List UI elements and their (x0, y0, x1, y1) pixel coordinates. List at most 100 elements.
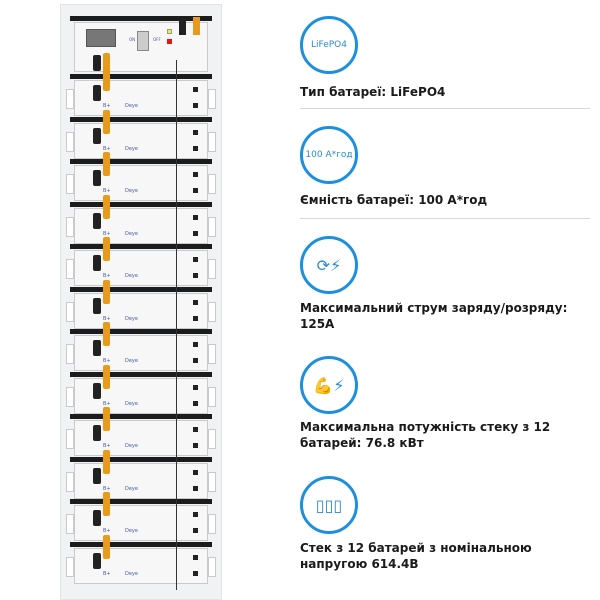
mount-ear (66, 174, 74, 194)
module-brand-label: Deye (125, 443, 138, 449)
mount-ear (66, 131, 74, 152)
module-brand-label: Deye (125, 570, 138, 577)
battery-module: B+ Deye (66, 407, 216, 456)
module-terminal-label: B+ (103, 273, 111, 279)
rack-rail (70, 74, 212, 79)
comm-port (193, 214, 198, 220)
power-plug-orange (103, 492, 110, 516)
module-terminal-label: B+ (103, 570, 111, 577)
power-plug-black (93, 255, 101, 271)
mount-ear (208, 471, 216, 492)
rack-rail (70, 499, 212, 504)
rack-rail (70, 159, 212, 164)
rack-rail (70, 371, 212, 377)
mount-ear (208, 429, 216, 449)
mount-ear (66, 386, 74, 407)
module-brand-label: Deye (125, 103, 138, 109)
comm-port (193, 485, 198, 491)
module-brand-label: Deye (125, 358, 138, 364)
comm-port (193, 315, 198, 321)
comm-port (193, 443, 198, 448)
rack-rail (70, 541, 212, 547)
power-plug-black (93, 425, 101, 441)
comm-port (193, 299, 198, 305)
comm-port (193, 400, 198, 406)
module-brand-label: Deye (125, 145, 138, 152)
mount-ear (208, 131, 216, 152)
power-plug-black (93, 467, 101, 484)
comm-port (193, 188, 198, 193)
power-plug-black (93, 552, 101, 569)
power-strength-icon: 💪⚡ (300, 356, 358, 414)
communication-cable (176, 60, 177, 590)
mount-ear (66, 514, 74, 534)
power-plug-orange (103, 322, 110, 346)
divider (300, 218, 590, 219)
power-plug-black (93, 55, 101, 71)
power-plug-black (93, 340, 101, 356)
power-plug-orange (103, 364, 110, 389)
bms-on-label: ON (129, 37, 136, 42)
comm-port (193, 512, 198, 517)
power-plug-orange (103, 407, 110, 431)
mount-ear (208, 216, 216, 237)
rack-rail (70, 244, 212, 249)
power-plug-orange (103, 152, 110, 176)
rack-rail (70, 286, 212, 292)
battery-module: B+ Deye (66, 152, 216, 201)
comm-port (193, 358, 198, 363)
status-led-yellow (167, 29, 172, 34)
battery-stack-icon: ▯▯▯ (300, 476, 358, 534)
mount-ear (208, 556, 216, 577)
comm-port (193, 570, 198, 576)
comm-port (193, 129, 198, 135)
battery-module: B+ Deye (66, 194, 216, 244)
comm-port (193, 469, 198, 475)
comm-port (193, 103, 198, 108)
power-plug-black (93, 85, 101, 101)
power-plug-black (93, 127, 101, 144)
power-plug-black (93, 170, 101, 186)
divider (300, 108, 590, 109)
comm-port (193, 257, 198, 262)
comm-port (193, 230, 198, 236)
rack-rail (70, 16, 212, 21)
comm-port (193, 528, 198, 533)
bms-display (86, 29, 116, 47)
module-terminal-label: B+ (103, 485, 111, 492)
rack-rail (70, 116, 212, 122)
comm-port (193, 342, 198, 347)
module-brand-label: Deye (125, 485, 138, 492)
bms-control-module: ON OFF (74, 17, 208, 77)
orange-connector (193, 17, 200, 35)
module-terminal-label: B+ (103, 443, 111, 449)
battery-module: B+ Deye (66, 279, 216, 329)
battery-rack-image: ON OFF B+ Deye B+ Deye (56, 0, 226, 600)
rack-rail (70, 201, 212, 207)
comm-port (193, 145, 198, 151)
module-brand-label: Deye (125, 528, 138, 534)
black-connector (179, 19, 186, 35)
feature-text: Стек з 12 батарей з номінальною напругою… (300, 541, 532, 571)
rack-rail (70, 456, 212, 462)
power-plug-black (93, 297, 101, 314)
comm-port (193, 384, 198, 390)
mount-ear (208, 386, 216, 407)
module-terminal-label: B+ (103, 145, 111, 152)
power-plug-orange (103, 109, 110, 134)
module-terminal-label: B+ (103, 188, 111, 194)
power-plug-orange (103, 67, 110, 91)
battery-module: B+ Deye (66, 449, 216, 499)
feature-text: Тип батареї: LiFePO4 (300, 85, 446, 99)
feature-text: Ємність батареї: 100 А*год (300, 193, 488, 207)
feature-text: Максимальний струм заряду/розряду: 125А (300, 301, 568, 331)
comm-port (193, 273, 198, 278)
comm-port (193, 554, 198, 560)
mount-ear (208, 174, 216, 194)
bms-off-label: OFF (153, 37, 161, 42)
power-plug-orange (103, 194, 110, 219)
power-plug-black (93, 382, 101, 399)
module-terminal-label: B+ (103, 400, 111, 407)
module-terminal-label: B+ (103, 315, 111, 322)
mount-ear (66, 216, 74, 237)
